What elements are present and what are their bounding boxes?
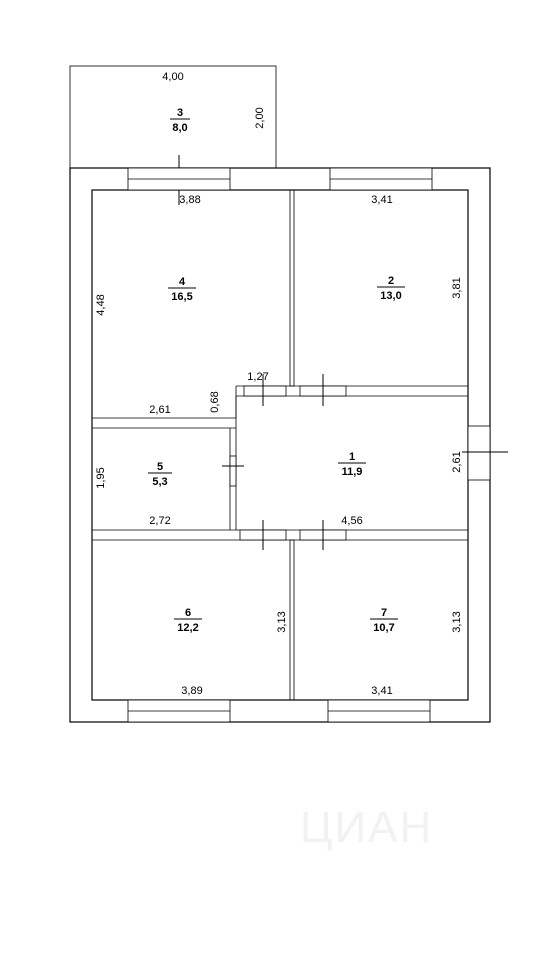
windows <box>127 167 508 723</box>
outer-wall-outer-edge <box>69 167 491 723</box>
entrance-door-right <box>462 425 508 481</box>
room-5-dim-bottom: 2,72 <box>149 515 170 527</box>
door-room-4 <box>243 385 287 397</box>
room-1-dim-top: 1,27 <box>247 371 268 383</box>
room-4-dim-left: 4,48 <box>95 294 107 315</box>
watermark: ЦИАН <box>300 803 433 852</box>
balcony-width-dim: 4,00 <box>162 71 183 83</box>
room-number-1: 1 <box>349 451 355 463</box>
room-area-4: 16,5 <box>171 291 192 303</box>
wall-4-2 <box>289 189 295 387</box>
room-5-dim-left: 1,95 <box>95 467 107 488</box>
room-4: 3,88 4,48 2,61 0,68 4 16,5 <box>95 194 221 416</box>
room-number-2: 2 <box>388 275 394 287</box>
room-7-dim-right: 3,13 <box>451 611 463 632</box>
room-4-dim-bottom: 2,61 <box>149 404 170 416</box>
room-number-7: 7 <box>381 607 387 619</box>
window-top-right <box>329 167 433 191</box>
window-bottom-left <box>127 699 231 723</box>
room-6: 3,89 3,13 6 12,2 <box>174 607 288 697</box>
room-4-dim-top: 3,88 <box>179 194 200 206</box>
room-area-7: 10,7 <box>373 622 394 634</box>
room-1-dim-bottom: 4,56 <box>341 515 362 527</box>
room-5: 1,95 2,72 5 5,3 <box>95 461 172 527</box>
room-area-1: 11,9 <box>342 466 363 478</box>
door-room-5 <box>229 455 237 487</box>
room-2-dim-top: 3,41 <box>371 194 392 206</box>
room-area-2: 13,0 <box>380 290 401 302</box>
room-7-dim-bottom: 3,41 <box>371 685 392 697</box>
window-bottom-right <box>327 699 431 723</box>
balcony-depth-dim: 2,00 <box>254 107 266 128</box>
room-number-4: 4 <box>179 276 186 288</box>
room-number-6: 6 <box>185 607 191 619</box>
room-1-dim-right: 2,61 <box>451 451 463 472</box>
room-number-3: 3 <box>177 107 183 119</box>
window-top-left <box>127 167 231 191</box>
room-4-dim-step: 0,68 <box>209 391 221 412</box>
room-area-5: 5,3 <box>152 476 167 488</box>
room-2-dim-right: 3,81 <box>451 277 463 298</box>
interior-walls <box>92 189 468 701</box>
room-area-6: 12,2 <box>177 622 198 634</box>
room-7: 3,41 3,13 7 10,7 <box>370 607 463 697</box>
room-number-5: 5 <box>157 461 163 473</box>
room-6-dim-bottom: 3,89 <box>181 685 202 697</box>
room-area-3: 8,0 <box>172 122 187 134</box>
room-1: 1,27 2,61 4,56 1 11,9 <box>247 371 463 527</box>
room-6-dim-right: 3,13 <box>276 611 288 632</box>
room-2: 3,41 3,81 2 13,0 <box>371 194 463 302</box>
outer-walls <box>69 167 491 723</box>
wall-6-7 <box>289 539 295 701</box>
